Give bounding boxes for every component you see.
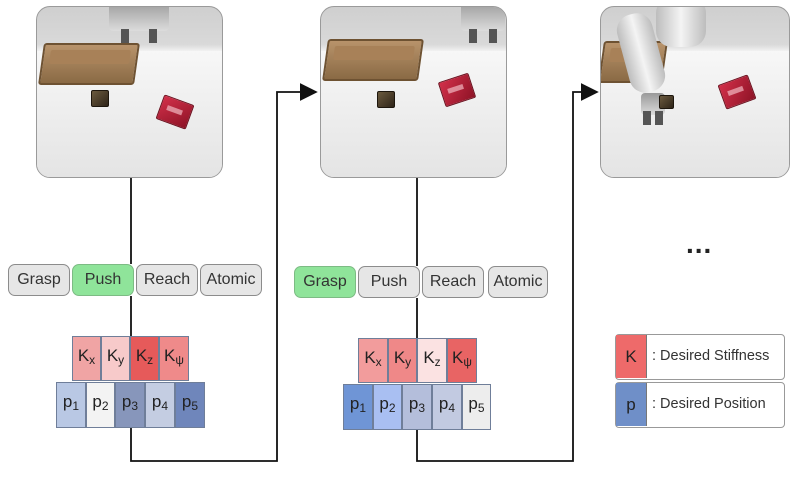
legend-position-swatch: p [616, 383, 647, 426]
primitive-grasp-1[interactable]: Grasp [8, 264, 70, 296]
stiffness-cell: Kx [358, 338, 388, 383]
primitive-atomic-2[interactable]: Atomic [488, 266, 548, 298]
robot-gripper [109, 7, 169, 43]
primitive-push-2[interactable]: Push [358, 266, 420, 298]
cube-object [91, 90, 109, 107]
position-cell: p4 [145, 382, 175, 428]
stiffness-cell: Kz [417, 338, 447, 383]
arrow-to-scene2 [130, 83, 318, 462]
stiffness-cell: Kψ [447, 338, 477, 383]
primitive-reach-1[interactable]: Reach [136, 264, 198, 296]
scene-panel-2 [320, 6, 507, 178]
position-cell: p1 [56, 382, 86, 428]
position-cell: p4 [432, 384, 462, 430]
cube-object [377, 91, 395, 108]
position-cell: p2 [86, 382, 115, 428]
robot-arm [656, 7, 706, 47]
stiffness-cell: Ky [388, 338, 417, 383]
tray [38, 43, 140, 85]
legend-stiffness-label: : Desired Stiffness [652, 348, 770, 364]
position-cell: p5 [462, 384, 491, 430]
robot-gripper [461, 7, 505, 43]
arrow-to-scene3 [416, 83, 599, 462]
legend-position-label: : Desired Position [652, 396, 766, 412]
tray [322, 39, 424, 81]
primitive-atomic-1[interactable]: Atomic [200, 264, 262, 296]
primitive-reach-2[interactable]: Reach [422, 266, 484, 298]
continuation-ellipsis: ... [686, 228, 713, 259]
position-cell: p3 [115, 382, 145, 428]
primitive-push-1[interactable]: Push [72, 264, 134, 296]
position-cell: p1 [343, 384, 373, 430]
scene-panel-1 [36, 6, 223, 178]
scene-panel-3 [600, 6, 790, 178]
stiffness-cell: Kx [72, 336, 101, 381]
legend-stiffness: K : Desired Stiffness [615, 334, 785, 380]
primitive-grasp-2[interactable]: Grasp [294, 266, 356, 298]
legend-position: p : Desired Position [615, 382, 785, 428]
position-cell: p3 [402, 384, 432, 430]
stiffness-cell: Kz [130, 336, 159, 381]
stiffness-cell: Ky [101, 336, 130, 381]
legend-stiffness-swatch: K [616, 335, 647, 378]
position-cell: p2 [373, 384, 402, 430]
stiffness-cell: Kψ [159, 336, 189, 381]
position-cell: p5 [175, 382, 205, 428]
cube-object [659, 95, 674, 109]
